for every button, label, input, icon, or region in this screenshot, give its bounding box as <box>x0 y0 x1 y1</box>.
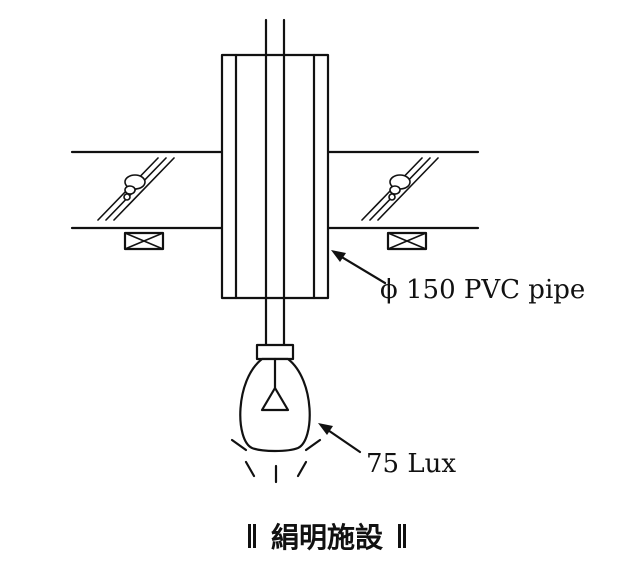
caption: 絹明施設 <box>248 521 406 554</box>
lamp-bulb <box>239 357 311 453</box>
right-hatch <box>361 157 439 221</box>
pipe-arrow <box>331 250 387 285</box>
support-right <box>386 231 428 251</box>
lamp-socket <box>255 343 295 361</box>
slab <box>70 150 480 230</box>
lux-arrow <box>318 423 362 454</box>
pipe-label: ϕ 150 PVC pipe <box>380 275 585 305</box>
lux-label: 75 Lux <box>366 449 456 479</box>
support-left <box>123 231 165 251</box>
pvc-pipe-sleeve <box>220 53 330 300</box>
left-hatch <box>97 157 175 221</box>
caption-text: 絹明施設 <box>271 521 384 554</box>
light-rays <box>230 438 322 484</box>
hanging-rod <box>264 18 286 347</box>
